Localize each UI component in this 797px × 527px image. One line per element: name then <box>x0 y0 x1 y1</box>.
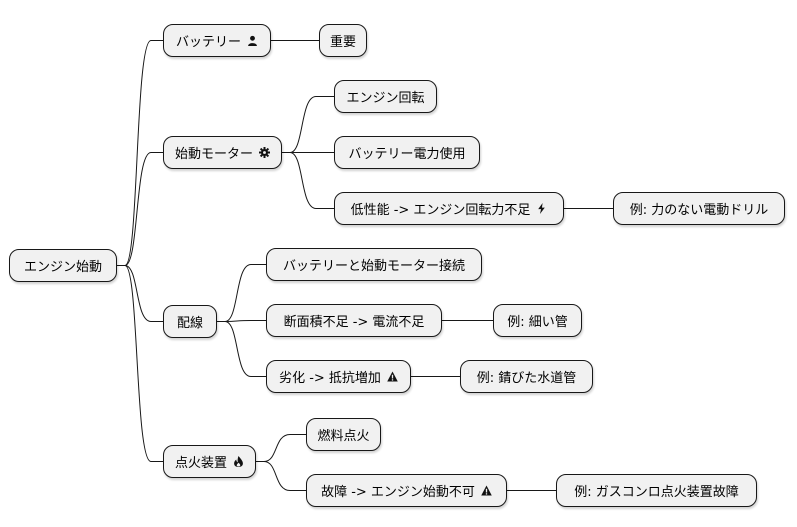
node-ignition: 点火装置 <box>163 445 256 478</box>
node-fault: 故障 -> エンジン始動不可 <box>306 474 507 507</box>
connector-wiring-degrade <box>217 321 266 377</box>
node-important: 重要 <box>319 24 367 57</box>
node-fuel-ignition: 燃料点火 <box>306 418 381 451</box>
connector-root-wiring <box>117 265 163 322</box>
connector-ignition-fault <box>256 461 306 491</box>
low-perf-label: 低性能 -> エンジン回転力不足 <box>350 203 531 218</box>
connect-label: バッテリーと始動モーター接続 <box>282 259 465 274</box>
node-example-weak-drill: 例: 力のない電動ドリル <box>613 192 785 225</box>
connector-root-ignition <box>117 265 163 462</box>
node-battery: バッテリー <box>163 24 271 57</box>
connector-root-battery <box>117 40 163 266</box>
wiring-label: 配線 <box>176 316 203 331</box>
warning-icon <box>387 371 398 382</box>
gear-icon <box>259 147 270 158</box>
node-example-gas-stove: 例: ガスコンロ点火装置故障 <box>556 474 757 507</box>
fire-icon <box>233 456 244 467</box>
degrade-label: 劣化 -> 抵抗増加 <box>279 371 381 386</box>
rotate-label: エンジン回転 <box>346 91 425 106</box>
thin-label: 断面積不足 -> 電流不足 <box>283 315 425 330</box>
connector-root-starter <box>117 152 163 266</box>
node-insufficient-area: 断面積不足 -> 電流不足 <box>266 304 442 337</box>
gas-stove-label: 例: ガスコンロ点火装置故障 <box>574 485 739 500</box>
thin-pipe-label: 例: 細い管 <box>507 315 568 330</box>
root-node: エンジン始動 <box>9 249 117 282</box>
user-icon <box>247 35 258 46</box>
node-wiring: 配線 <box>163 305 217 338</box>
connector-ignition-fuel <box>256 434 306 462</box>
power-label: バッテリー電力使用 <box>348 147 466 162</box>
node-example-rusty-pipe: 例: 錆びた水道管 <box>460 360 593 393</box>
important-label: 重要 <box>330 35 357 50</box>
battery-label: バッテリー <box>175 35 241 50</box>
fuel-label: 燃料点火 <box>317 429 370 444</box>
weak-drill-label: 例: 力のない電動ドリル <box>629 203 769 218</box>
node-connection: バッテリーと始動モーター接続 <box>266 248 482 281</box>
rusty-pipe-label: 例: 錆びた水道管 <box>476 371 577 386</box>
bolt-icon <box>536 203 547 214</box>
node-example-thin-pipe: 例: 細い管 <box>493 304 582 337</box>
node-degradation: 劣化 -> 抵抗増加 <box>266 360 411 393</box>
node-low-performance: 低性能 -> エンジン回転力不足 <box>334 192 564 225</box>
node-battery-power: バッテリー電力使用 <box>334 136 480 169</box>
connector-wiring-connect <box>217 264 266 322</box>
connector-starter-rotate <box>282 96 334 153</box>
node-engine-rotation: エンジン回転 <box>334 80 437 113</box>
root-label: エンジン始動 <box>23 260 102 275</box>
node-starter-motor: 始動モーター <box>163 136 282 169</box>
starter-label: 始動モーター <box>174 147 253 162</box>
warning-icon <box>481 485 492 496</box>
connector-starter-lowperf <box>282 152 334 209</box>
fault-label: 故障 -> エンジン始動不可 <box>321 485 475 500</box>
ignition-label: 点火装置 <box>174 456 227 471</box>
